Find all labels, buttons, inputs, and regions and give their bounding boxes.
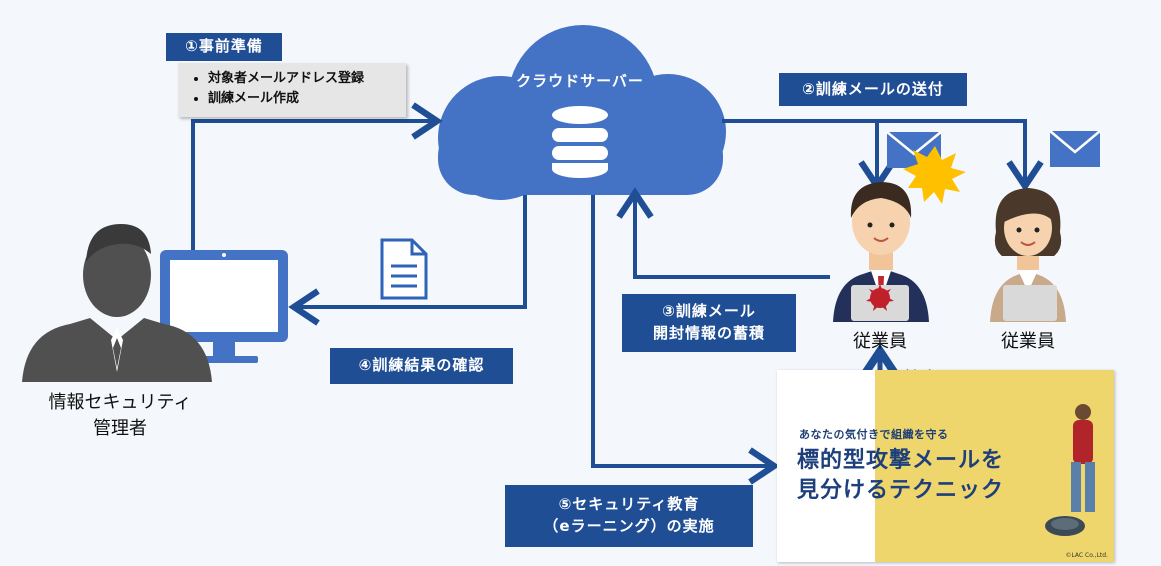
step4-label: ④訓練結果の確認	[330, 348, 513, 384]
step5-label: ⑤セキュリティ教育 （eラーニング）の実施	[505, 485, 753, 547]
step1-label: ①事前準備	[166, 33, 282, 61]
arrow-send-mail	[722, 119, 1044, 192]
arrow-results	[288, 195, 527, 326]
step3-label-line1: ③訓練メール	[662, 302, 756, 321]
envelope-icon	[1049, 130, 1101, 167]
administrator-icon	[22, 224, 212, 382]
employee-caption: 従業員	[853, 331, 907, 352]
male-employee-icon	[833, 182, 929, 322]
arrow-prep-to-cloud	[191, 102, 443, 250]
envelope-icon	[886, 131, 942, 168]
warning-burst-icon	[903, 146, 966, 204]
step2-label: ②訓練メールの送付	[779, 73, 967, 106]
prep-item: 訓練メール作成	[208, 89, 406, 109]
banner-white-panel	[777, 370, 875, 562]
banner-title-line1: 標的型攻撃メールを	[797, 448, 1005, 473]
female-employee-icon	[990, 188, 1066, 322]
banner-copyright: ©LAC Co.,Ltd.	[1065, 552, 1108, 559]
step3-label: ③訓練メール 開封情報の蓄積	[622, 294, 796, 352]
monitor-icon	[160, 250, 288, 363]
cloud-server-title: クラウドサーバー	[516, 72, 644, 90]
arrow-elearning	[591, 195, 780, 485]
step5-label-line2: （eラーニング）の実施	[543, 517, 715, 535]
admin-caption: 情報セキュリティ 管理者	[20, 388, 220, 440]
banner-subtitle: あなたの気付きで組織を守る	[799, 428, 949, 441]
elearning-banner: あなたの気付きで組織を守る 標的型攻撃メールを 見分けるテクニック ©LAC C…	[777, 370, 1114, 562]
document-icon	[380, 238, 428, 300]
arrow-open-info	[616, 187, 830, 279]
admin-caption-line1: 情報セキュリティ	[48, 392, 192, 413]
database-icon	[552, 106, 608, 178]
prep-item: 対象者メールアドレス登録	[208, 69, 406, 89]
employee-caption: 従業員	[1001, 331, 1055, 352]
prep-items-list: 対象者メールアドレス登録 訓練メール作成	[178, 63, 406, 117]
banner-title-line2: 見分けるテクニック	[797, 478, 1005, 503]
admin-caption-line2: 管理者	[93, 418, 147, 439]
step3-label-line2: 開封情報の蓄積	[652, 324, 765, 342]
person-with-manhole-illustration	[1045, 404, 1095, 536]
step5-label-line1: ⑤セキュリティ教育	[558, 495, 700, 514]
